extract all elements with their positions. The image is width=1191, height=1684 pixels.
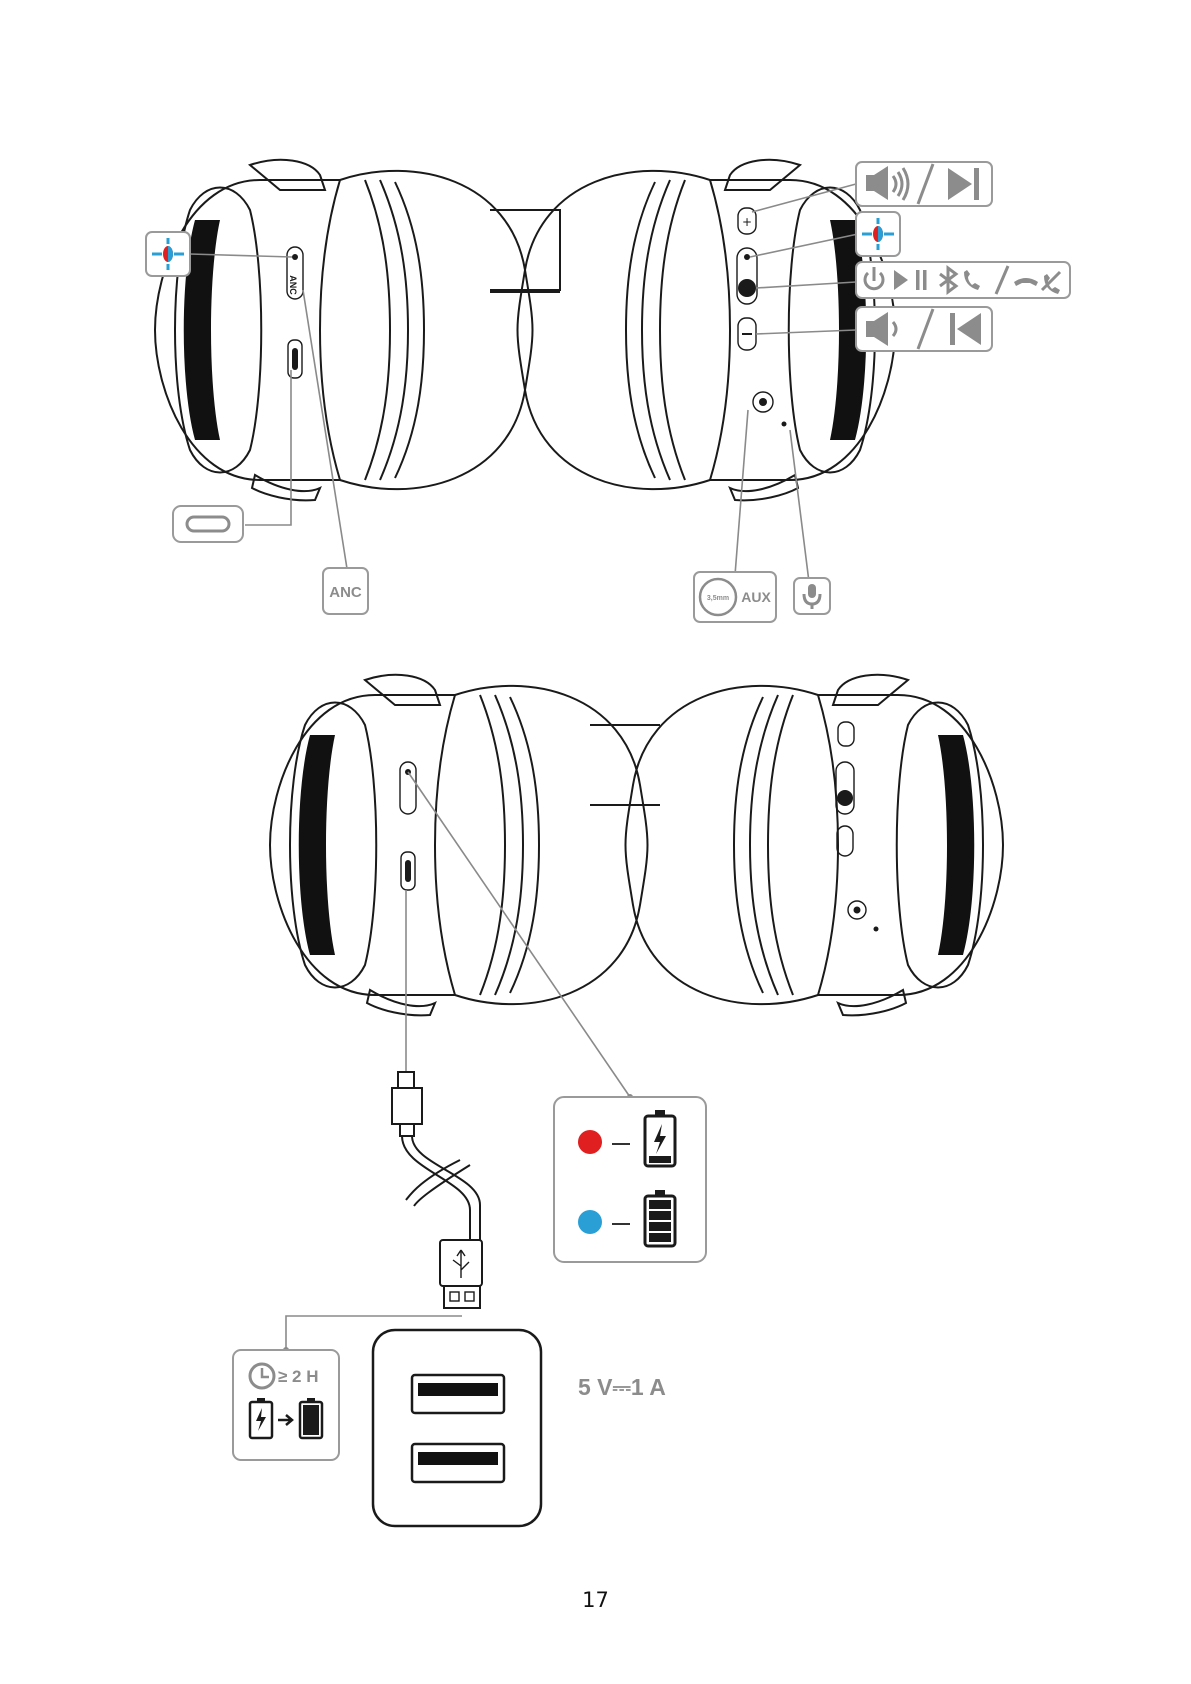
charge-time-text: ≥ 2 H — [278, 1367, 319, 1386]
charge-time-panel: ≥ 2 H — [233, 1350, 339, 1460]
aux-input-label: 3,5mm AUX — [694, 572, 776, 622]
anc-button-label: ANC — [323, 568, 368, 614]
headphones-charging-view — [270, 675, 1003, 1016]
usb-wall-charger-icon — [373, 1330, 541, 1526]
led-indicator-label-right — [856, 212, 900, 256]
usb-c-port-label — [173, 506, 243, 542]
battery-full-icon — [645, 1190, 675, 1246]
led-blue-indicator — [578, 1210, 602, 1234]
usb-charging-cable — [392, 890, 482, 1308]
svg-text:+: + — [742, 215, 752, 229]
aux-size-text: 3,5mm — [707, 595, 729, 602]
volume-up-next-track-label — [856, 162, 992, 206]
svg-text:ANC: ANC — [288, 275, 298, 295]
multifunction-button-label — [856, 262, 1070, 298]
led-indicator-label-left — [146, 232, 190, 276]
page-number: 17 — [0, 1588, 1191, 1612]
microphone-label — [794, 578, 830, 614]
aux-label-text: AUX — [741, 589, 771, 605]
led-red-indicator — [578, 1130, 602, 1154]
anc-label-text: ANC — [329, 584, 362, 601]
power-spec-text: 5 V⎓1 A — [578, 1374, 666, 1400]
headphones-side-view-top: ANC + — [155, 160, 895, 501]
battery-full-icon — [300, 1398, 322, 1438]
charging-status-panel — [554, 1097, 706, 1262]
volume-down-previous-track-label — [856, 307, 992, 351]
